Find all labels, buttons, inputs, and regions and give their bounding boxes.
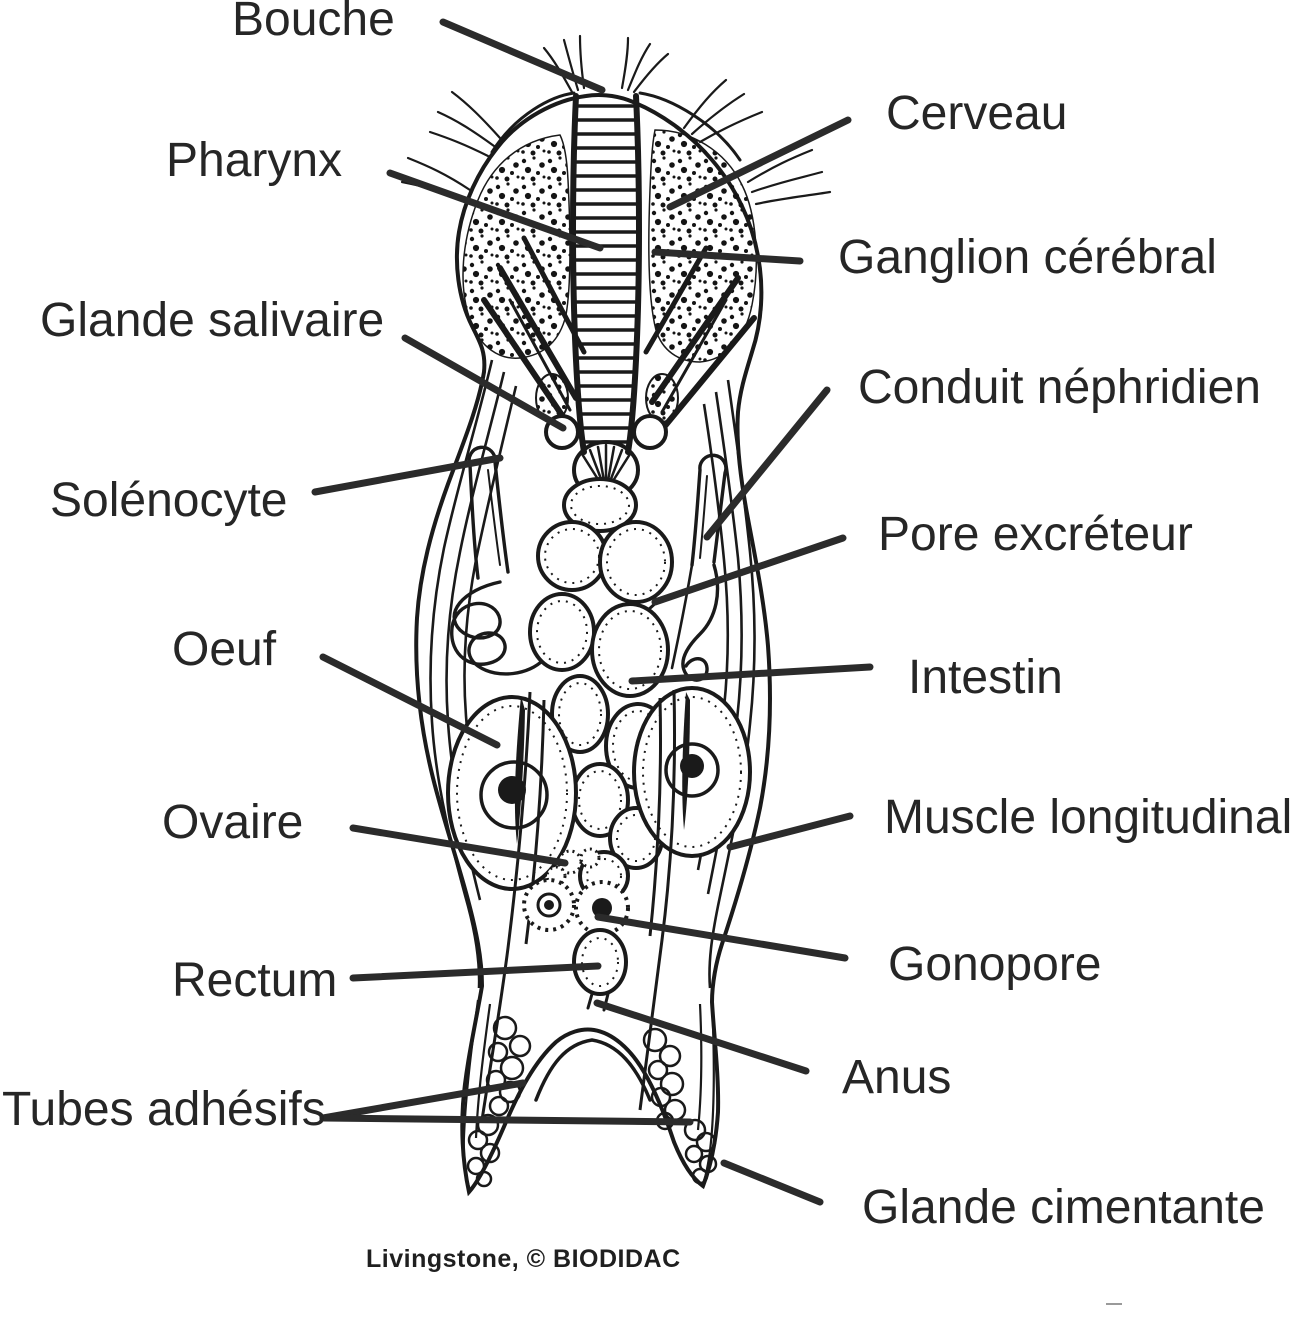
leader-intestin-line [628, 663, 874, 685]
leader-lines [311, 18, 874, 1206]
label-intestin: Intestin [908, 651, 1063, 704]
leader-muscle-longitudinal-line [726, 812, 854, 851]
leader-tubes-adhesifs-line-2 [319, 1114, 694, 1126]
label-conduit-nephridien: Conduit néphridien [858, 361, 1261, 414]
ovary-cluster [522, 847, 601, 932]
label-ganglion-cerebral: Ganglion cérébral [838, 231, 1217, 284]
leader-glande-salivaire-line [401, 334, 567, 432]
label-tubes-adhesifs: Tubes adhésifs [2, 1083, 326, 1136]
label-cerveau: Cerveau [886, 87, 1068, 140]
leader-gonopore-line [594, 913, 849, 962]
leader-tubes-adhesifs-line-1 [319, 1079, 527, 1122]
label-rectum: Rectum [172, 954, 338, 1007]
label-bouche: Bouche [232, 0, 395, 46]
gonopore-organ [574, 880, 630, 936]
posterior-ducts [480, 689, 690, 1121]
label-solenocyte: Solénocyte [50, 474, 288, 527]
label-anus: Anus [842, 1051, 952, 1104]
label-pharynx: Pharynx [166, 134, 343, 187]
rectum-organ [572, 928, 628, 1012]
label-glande-cimentante: Glande cimentante [862, 1181, 1265, 1234]
leader-bouche-line [439, 18, 606, 94]
label-pore-excreteur: Pore excréteur [878, 508, 1193, 561]
head-strands [481, 235, 757, 435]
leader-oeuf-line [319, 653, 501, 749]
leader-ganglion-cerebral-line [651, 248, 804, 265]
leader-pore-excreteur-line [651, 534, 847, 606]
label-ovaire: Ovaire [162, 796, 304, 849]
stray-mark [1106, 1303, 1122, 1305]
label-muscle-longitudinal: Muscle longitudinal [884, 791, 1293, 844]
leader-ovaire-line [349, 824, 569, 867]
credit-line: Livingstone, © BIODIDAC [366, 1245, 681, 1273]
leader-anus-line [593, 999, 810, 1075]
pharynx-organ [570, 93, 642, 500]
leader-cerveau-line [666, 116, 852, 211]
leader-rectum-line [349, 962, 602, 982]
leader-pharynx-line [386, 169, 604, 252]
label-gonopore: Gonopore [888, 938, 1102, 991]
leader-conduit-nephridien-line [703, 386, 831, 541]
leader-glande-cimentante-line [720, 1159, 824, 1206]
label-oeuf: Oeuf [172, 623, 277, 676]
adhesive-tubes [466, 1015, 718, 1188]
leader-solenocyte-line [311, 454, 504, 496]
label-glande-salivaire: Glande salivaire [40, 294, 385, 347]
